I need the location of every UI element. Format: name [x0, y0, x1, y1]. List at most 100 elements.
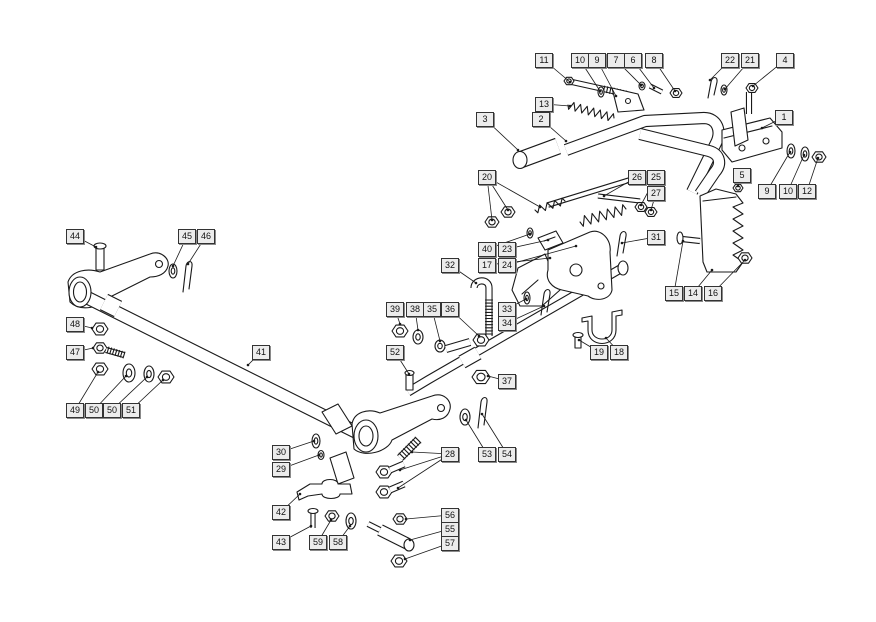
washer — [638, 81, 646, 91]
rod-end — [366, 521, 415, 552]
leader-dot — [614, 94, 618, 98]
callout-10: 10 — [779, 184, 797, 199]
washer — [720, 84, 728, 96]
pivot-bracket — [546, 230, 613, 300]
leader-dot — [564, 139, 568, 143]
bolt — [572, 331, 584, 349]
hairpin-clip — [707, 76, 718, 99]
leader-dot — [639, 203, 643, 207]
short-rod — [597, 193, 641, 204]
hex-nut — [390, 554, 408, 568]
leader-dot — [309, 524, 313, 528]
callout-39: 39 — [386, 302, 404, 317]
callout-2: 2 — [532, 112, 550, 127]
leader-dot — [490, 218, 494, 222]
bolt — [745, 83, 759, 114]
bolt — [307, 507, 319, 528]
leader-dot — [723, 87, 727, 91]
hex-nut — [484, 216, 500, 228]
callout-40: 40 — [478, 242, 496, 257]
callout-13: 13 — [535, 97, 553, 112]
callout-9: 9 — [588, 53, 606, 68]
hex-nut — [392, 513, 408, 525]
hairpin-clip — [616, 230, 627, 257]
leader-dot — [348, 524, 352, 528]
callout-14: 14 — [684, 286, 702, 301]
callout-45: 45 — [178, 229, 196, 244]
washer — [122, 363, 136, 383]
washer — [412, 329, 424, 345]
bolt — [676, 231, 701, 245]
callout-48: 48 — [66, 317, 84, 332]
leader-dot — [398, 322, 402, 326]
hex-nut — [324, 510, 340, 522]
callout-50: 50 — [85, 403, 103, 418]
callout-9: 9 — [758, 184, 776, 199]
hex-nut — [644, 207, 658, 217]
hex-nut — [391, 324, 409, 338]
callout-41: 41 — [252, 345, 270, 360]
callout-46: 46 — [197, 229, 215, 244]
callout-36: 36 — [441, 302, 459, 317]
callout-30: 30 — [272, 445, 290, 460]
leader-dot — [317, 453, 321, 457]
bolt — [375, 480, 406, 499]
leader-dot — [708, 78, 712, 82]
leader-dot — [396, 486, 400, 490]
leader-dot — [416, 328, 420, 332]
washer — [168, 263, 178, 279]
callout-31: 31 — [647, 230, 665, 245]
hex-nut — [471, 369, 491, 385]
leader-dot — [673, 89, 677, 93]
callout-11: 11 — [535, 53, 553, 68]
slot-plate — [537, 230, 564, 251]
leader-dot — [568, 80, 572, 84]
right-tube-end — [353, 419, 379, 453]
leader-dot — [546, 238, 550, 242]
hex-nut — [669, 88, 683, 98]
handle-grip — [512, 137, 561, 170]
callout-12: 12 — [798, 184, 816, 199]
leader-dot — [524, 297, 528, 301]
leader-dot — [710, 268, 714, 272]
small-bracket — [611, 87, 645, 113]
mounting-tab — [329, 451, 355, 485]
leader-dot — [403, 557, 407, 561]
callout-47: 47 — [66, 345, 84, 360]
leader-dot — [802, 153, 806, 157]
leader-dot — [464, 418, 468, 422]
callout-42: 42 — [272, 505, 290, 520]
leader-dot — [404, 517, 408, 521]
leader-dot — [407, 372, 411, 376]
leader-dot — [538, 205, 542, 209]
callout-52: 52 — [386, 345, 404, 360]
hex-nut — [472, 333, 490, 347]
handle-frame — [563, 111, 726, 198]
leader-dot — [598, 89, 602, 93]
leader-dot — [186, 262, 190, 266]
leader-dot — [602, 194, 606, 198]
hex-nut — [500, 206, 516, 218]
callout-18: 18 — [610, 345, 628, 360]
leader-dot — [751, 84, 755, 88]
callout-34: 34 — [498, 316, 516, 331]
callout-54: 54 — [498, 447, 516, 462]
leader-dot — [816, 156, 820, 160]
leader-dot — [743, 258, 747, 262]
leader-dot — [548, 256, 552, 260]
leader-dot — [649, 208, 653, 212]
tension-spring — [579, 204, 627, 227]
leader-dot — [506, 208, 510, 212]
leader-dot — [604, 336, 608, 340]
leader-dot — [312, 439, 316, 443]
callout-5: 5 — [733, 168, 751, 183]
callout-44: 44 — [66, 229, 84, 244]
leader-dot — [681, 239, 685, 243]
callout-4: 4 — [776, 53, 794, 68]
washer — [523, 291, 531, 305]
callout-15: 15 — [665, 286, 683, 301]
leader-dot — [96, 370, 100, 374]
leader-dot — [438, 339, 442, 343]
